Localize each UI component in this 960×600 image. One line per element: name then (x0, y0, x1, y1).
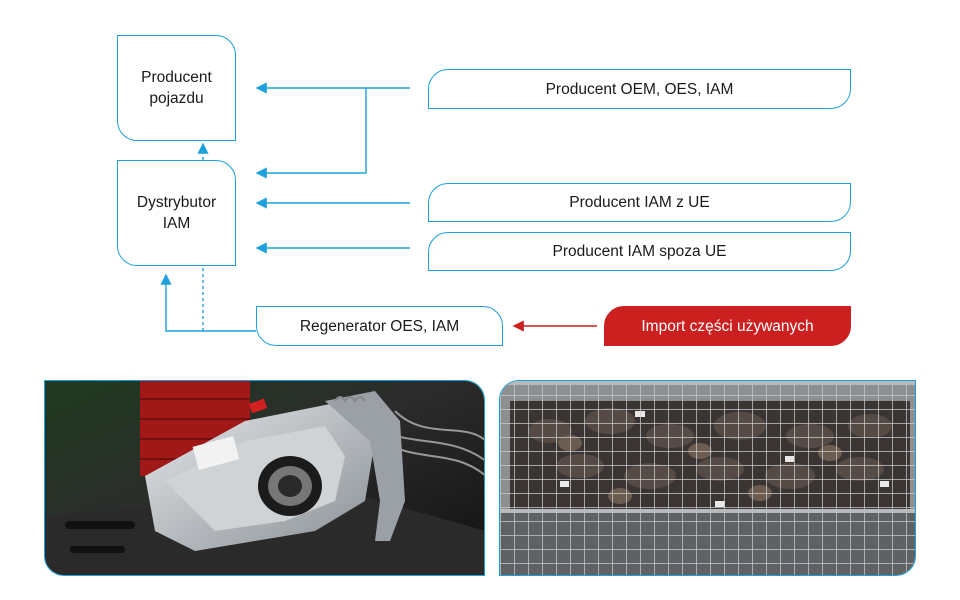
node-iam-non-eu: Producent IAM spoza UE (428, 232, 851, 271)
used-calipers-cage-image (500, 381, 915, 575)
node-used-parts-import: Import części używanych (604, 306, 851, 346)
iam-distributor-label: Dystrybutor IAM (136, 194, 217, 232)
node-iam-eu: Producent IAM z UE (428, 183, 851, 222)
arrow-oem-to-distributor (255, 88, 367, 179)
oem-oes-iam-label: Producent OEM, OES, IAM (545, 80, 734, 98)
iam-eu-label: Producent IAM z UE (569, 194, 710, 211)
node-regenerator: Regenerator OES, IAM (256, 306, 503, 346)
vehicle-producer-label: Producent pojazdu (141, 69, 212, 107)
node-oem-oes-iam: Producent OEM, OES, IAM (428, 69, 851, 109)
arrow-regenerator-to-distributor (160, 273, 256, 332)
iam-non-eu-label: Producent IAM spoza UE (552, 243, 727, 260)
used-parts-import-label: Import części używanych (641, 317, 814, 335)
regenerator-label: Regenerator OES, IAM (299, 317, 460, 335)
node-vehicle-producer: Producent pojazdu (117, 35, 236, 141)
brake-caliper-image (45, 381, 484, 575)
brake-caliper-photo (44, 380, 485, 576)
used-calipers-cage-photo (499, 380, 916, 576)
node-iam-distributor: Dystrybutor IAM (117, 160, 236, 266)
